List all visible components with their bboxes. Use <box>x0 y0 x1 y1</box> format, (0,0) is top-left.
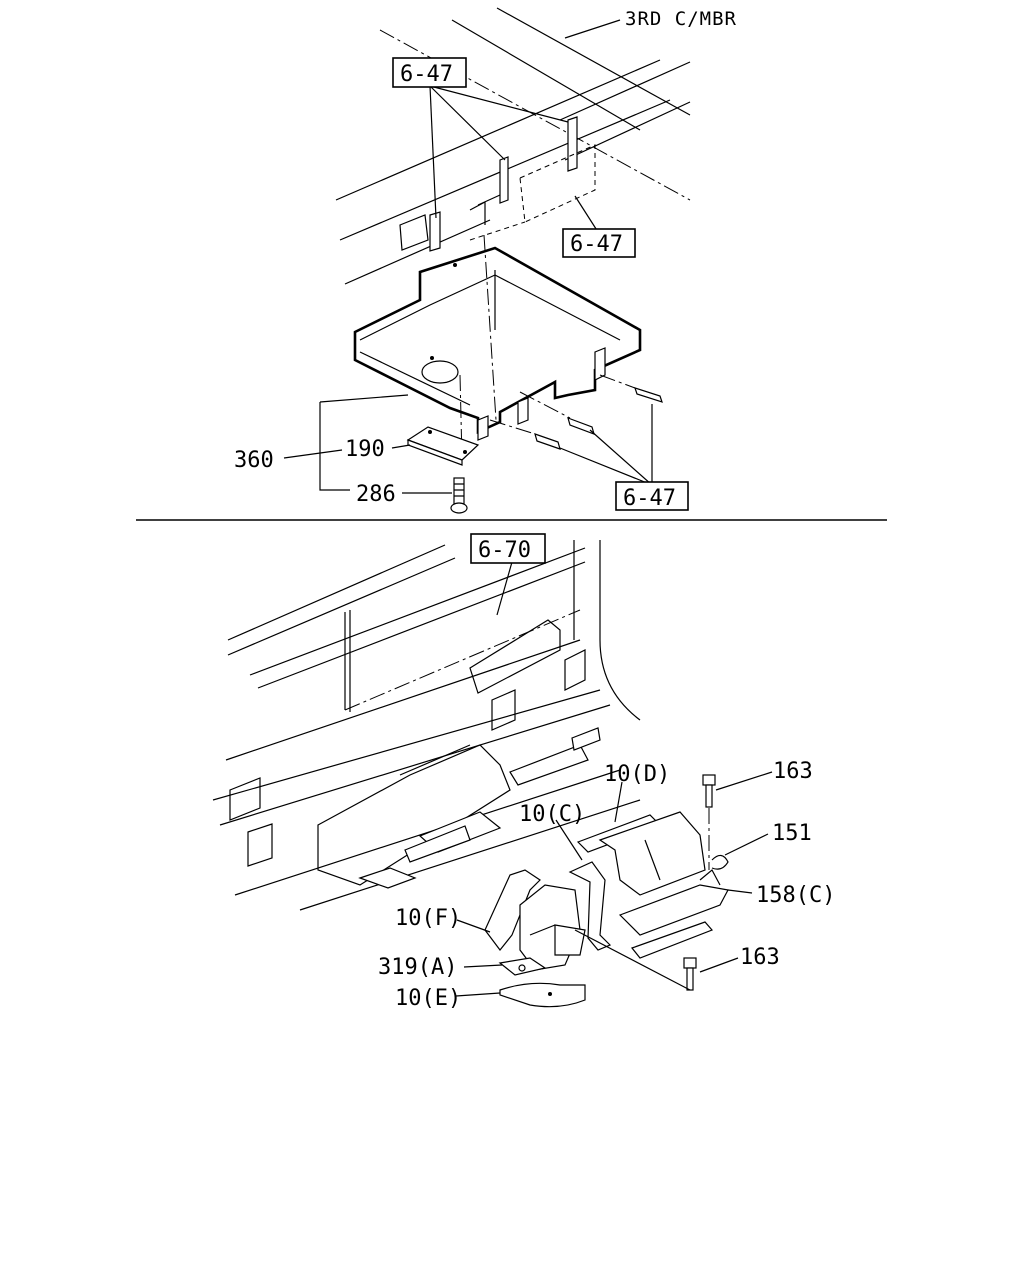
bracket-10e <box>499 982 586 1008</box>
ref-box-top-2[interactable]: 6-47 <box>562 228 636 258</box>
part-163-label-top[interactable]: 163 <box>773 759 813 784</box>
part-10d-label[interactable]: 10(D) <box>604 762 670 787</box>
part-360-label[interactable]: 360 <box>234 448 274 473</box>
bolts-163 <box>683 774 716 991</box>
ref-6-47-top-1: 6-47 <box>400 62 453 87</box>
bracket-10f-and-harness <box>484 869 691 991</box>
part-190-label[interactable]: 190 <box>345 437 385 462</box>
tray-pad-190 <box>406 426 480 466</box>
bracket-parts <box>399 116 596 252</box>
clamp-151 <box>711 854 729 870</box>
part-158c-label[interactable]: 158(C) <box>756 883 835 908</box>
ref-box-top-1[interactable]: 6-47 <box>392 57 467 88</box>
cab-floor-panel <box>212 540 641 911</box>
ref-6-47-top-3: 6-47 <box>623 486 676 511</box>
tray-bolts <box>489 374 663 450</box>
ref-box-top-3[interactable]: 6-47 <box>615 481 689 511</box>
part-10f-label[interactable]: 10(F) <box>395 906 461 931</box>
bracket-10c <box>568 861 612 951</box>
battery-tray <box>353 234 642 461</box>
clip-319a <box>498 957 547 976</box>
part-163-label-bottom[interactable]: 163 <box>740 945 780 970</box>
part-10e-label[interactable]: 10(E) <box>395 986 461 1011</box>
ref-6-47-top-2: 6-47 <box>570 232 623 257</box>
holder-158c <box>618 869 729 959</box>
member-label: 3RD C/MBR <box>625 8 737 30</box>
part-286-label[interactable]: 286 <box>356 482 396 507</box>
top-leaders <box>283 85 653 494</box>
ref-6-70: 6-70 <box>478 538 531 563</box>
bracket-10d <box>576 811 706 896</box>
part-10c-label[interactable]: 10(C) <box>519 802 585 827</box>
bottom-leaders <box>455 561 773 997</box>
part-319a-label[interactable]: 319(A) <box>378 955 457 980</box>
ref-box-bottom[interactable]: 6-70 <box>470 533 546 564</box>
part-151-label[interactable]: 151 <box>772 821 812 846</box>
bolt-286 <box>450 477 468 514</box>
cross-member-frame <box>335 7 691 285</box>
